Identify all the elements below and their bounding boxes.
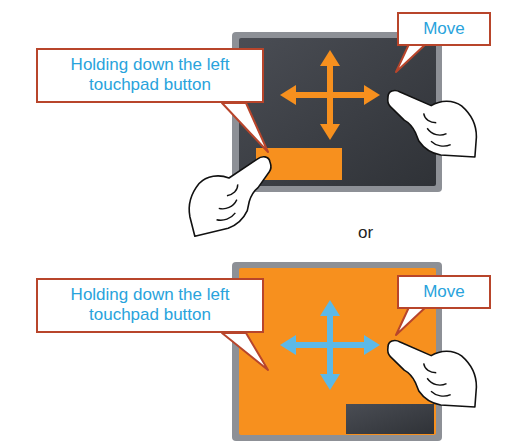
- right-button: [346, 404, 434, 434]
- callout-tail: [222, 103, 268, 152]
- callout-box: Move: [397, 275, 491, 309]
- pointing-hand: [380, 89, 484, 160]
- pointing-hand: [380, 339, 484, 410]
- move-arrows: [280, 50, 380, 140]
- callout-tail: [222, 333, 268, 370]
- callout-text: Move: [407, 19, 481, 39]
- callout-tail: [396, 42, 428, 72]
- callout-box: Holding down the left touchpad button: [36, 48, 264, 103]
- move-arrows: [280, 300, 380, 390]
- callout-text: Move: [407, 282, 481, 302]
- callout-tail: [396, 305, 428, 335]
- callout-box: Move: [397, 12, 491, 46]
- or-label: or: [358, 223, 373, 243]
- callout-box: Holding down the left touchpad button: [36, 278, 264, 333]
- callout-text: Holding down the left touchpad button: [46, 285, 254, 326]
- callout-text: Holding down the left touchpad button: [46, 55, 254, 96]
- pointing-hand: [177, 155, 286, 240]
